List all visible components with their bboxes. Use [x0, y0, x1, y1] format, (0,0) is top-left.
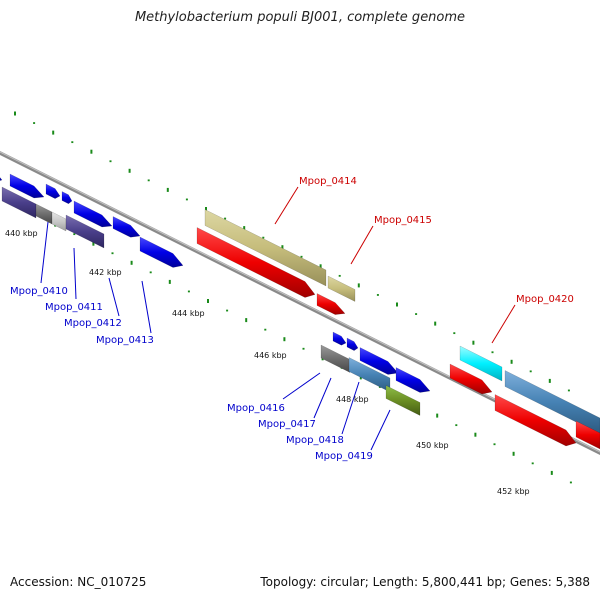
leader-line — [73, 247, 77, 300]
leader-line — [313, 377, 332, 419]
gene-label: Mpop_0414 — [299, 176, 357, 187]
gene-arrow — [204, 209, 327, 287]
gene-label: Mpop_0417 — [258, 419, 316, 430]
gene-arrow — [196, 227, 316, 298]
gene-arrow — [504, 370, 600, 435]
gene-arrow — [139, 236, 184, 268]
label-leader-lines — [40, 186, 516, 451]
leader-line — [274, 186, 299, 225]
scale-label: 448 kbp — [336, 395, 369, 404]
gene-arrow — [332, 331, 347, 346]
scale-label: 444 kbp — [172, 309, 205, 318]
gene-arrow — [494, 394, 577, 447]
scale-label: 440 kbp — [5, 229, 38, 238]
leader-line — [108, 277, 120, 317]
gene-label: Mpop_0420 — [516, 294, 574, 305]
gene-arrow — [61, 191, 73, 205]
gene-label: Mpop_0416 — [227, 403, 285, 414]
gene-label: Mpop_0410 — [10, 286, 68, 297]
gene-arrow — [65, 214, 105, 249]
gene-label: Mpop_0415 — [374, 215, 432, 226]
gene-arrow — [449, 363, 493, 395]
gene-label: Mpop_0412 — [64, 318, 122, 329]
outer-tick-marks — [14, 111, 570, 392]
map-title: Methylobacterium populi BJ001, complete … — [134, 10, 466, 25]
gene-arrow — [0, 177, 3, 181]
gene-arrow — [9, 173, 45, 199]
gene-label: Mpop_0419 — [315, 451, 373, 462]
gene-arrow — [459, 345, 503, 382]
gene-arrow — [45, 183, 61, 199]
gene-arrow — [73, 200, 113, 228]
gene-arrow — [575, 420, 600, 450]
gene-label: Mpop_0413 — [96, 335, 154, 346]
leader-line — [282, 372, 321, 400]
leader-line — [491, 304, 516, 344]
inner-tick-marks — [16, 203, 572, 484]
scale-label: 442 kbp — [89, 268, 122, 277]
leader-line — [350, 225, 374, 265]
gene-arrow — [395, 367, 431, 393]
forward-strand-genes — [0, 173, 503, 382]
scale-label: 446 kbp — [254, 351, 287, 360]
topology-text: Topology: circular; Length: 5,800,441 bp… — [260, 575, 590, 589]
gene-label: Mpop_0411 — [45, 302, 103, 313]
leader-line — [40, 221, 49, 284]
gene-arrow — [1, 186, 37, 219]
scale-label: 452 kbp — [497, 487, 530, 496]
reverse-strand-genes — [1, 186, 600, 450]
gene-arrow — [359, 347, 399, 375]
gene-label: Mpop_0418 — [286, 435, 344, 446]
leader-line — [141, 280, 152, 334]
gene-arrow — [385, 385, 421, 416]
gene-arrow — [51, 211, 67, 232]
accession-text: Accession: NC_010725 — [10, 575, 147, 589]
gene-arrow — [316, 293, 346, 315]
gene-arrow — [327, 275, 356, 302]
gene-arrow — [320, 344, 351, 373]
gene-arrow — [112, 216, 141, 238]
gene-labels: Mpop_0410Mpop_0411Mpop_0412Mpop_0413Mpop… — [10, 176, 574, 462]
leader-line — [370, 409, 391, 451]
scale-label: 450 kbp — [416, 441, 449, 450]
scale-tick-labels: 440 kbp 442 kbp 444 kbp 446 kbp 448 kbp 450 k… — [5, 229, 530, 496]
gene-arrow — [35, 203, 53, 225]
gene-arrow — [346, 337, 359, 351]
leader-line — [341, 381, 360, 435]
